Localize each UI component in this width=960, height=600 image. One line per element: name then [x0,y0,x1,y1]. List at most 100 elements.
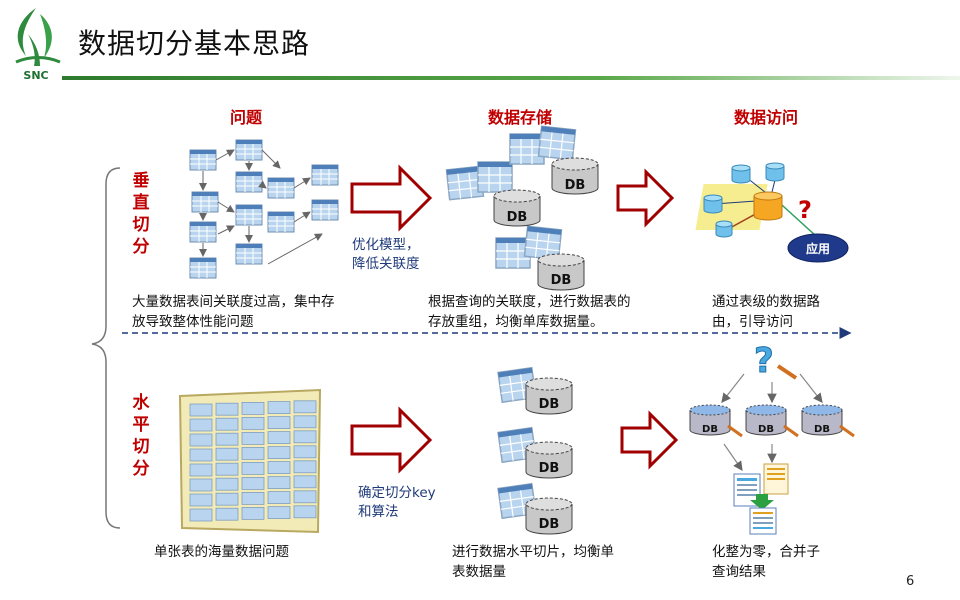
title-underline [62,76,960,80]
merge-arrow-icon [750,494,774,510]
logo: SNC [6,4,66,82]
table-cell [189,508,213,522]
table-cell [189,448,213,462]
db-cylinder: DB [689,404,743,438]
table-cell [215,462,239,476]
table-cell [293,475,317,489]
horizontal-access-diagram: ? DB DB DB [689,341,855,535]
table-cell [189,418,213,432]
svg-text:DB: DB [565,178,586,193]
vertical-problem-links [199,149,323,265]
page-title: 数据切分基本思路 [78,27,311,60]
vertical-storage-caption: 根据查询的关联度，进行数据表的 存放重组，均衡单库数据量。 [428,294,631,330]
app-label: 应用 [806,241,830,256]
svg-text:DB: DB [551,273,572,288]
svg-text:DB: DB [539,517,560,532]
svg-text:DB: DB [814,424,830,435]
table-cell [267,401,291,415]
horizontal-problem-table [178,388,322,534]
db-cylinder: DB [801,404,855,438]
vertical-problem-tables [189,139,339,279]
page-number: 6 [906,574,915,589]
table-cell [293,460,317,474]
svg-text:DB: DB [539,397,560,412]
table-cell [241,431,265,445]
logo-text: SNC [23,69,48,82]
db-cylinder: DB [525,497,573,535]
svg-text:DB: DB [758,424,774,435]
table-cell [293,415,317,429]
table-cylinder-icon [731,164,751,184]
table-cylinder-icon [715,220,733,238]
table-cell [293,430,317,444]
table-cell [293,400,317,414]
table-cell [215,507,239,521]
vertical-split-label: 垂 直 切 分 [132,171,150,257]
table-cell [189,478,213,492]
table-cell [241,506,265,520]
svg-text:DB: DB [702,424,718,435]
table-cell [189,493,213,507]
table-cylinder-icon [765,162,785,182]
table-cell [241,476,265,490]
table-cell [215,417,239,431]
table-cell [215,492,239,506]
table-cell [267,476,291,490]
arrow-vertical-1 [350,164,433,232]
db-cylinder: DB [537,253,585,291]
merged-document-icon [749,507,777,535]
table-cell [293,445,317,459]
horizontal-access-caption: 化整为零，合并子 查询结果 [712,544,820,580]
horizontal-storage-caption: 进行数据水平切片，均衡单 表数据量 [452,544,614,580]
table-cell [241,461,265,475]
table-cell [241,416,265,430]
table-cell [241,446,265,460]
table-cell [215,432,239,446]
header-access: 数据访问 [734,108,799,127]
horizontal-split-label: 水 平 切 分 [132,393,150,479]
vertical-problem-caption: 大量数据表间关联度过高，集中存 放导致整体性能问题 [132,294,335,330]
app-node: 应用 [787,233,849,263]
db-cylinder: DB [525,377,573,415]
table-cell [215,477,239,491]
db-cylinder: DB [525,441,573,479]
result-document-icon [763,463,789,495]
arrow-horizontal-2 [620,410,679,470]
table-cell [267,491,291,505]
svg-text:DB: DB [507,210,528,225]
arrow-horizontal-1 [350,406,433,474]
db-cylinder: DB [551,157,599,195]
table-cell [241,401,265,415]
vertical-arrow-note: 优化模型， 降低关联度 [352,237,420,272]
table-cell [215,402,239,416]
table-cylinder-icon [703,194,723,214]
table-cell [189,463,213,477]
table-cell [215,447,239,461]
header-problem: 问题 [230,108,263,127]
svg-text:?: ? [754,341,774,381]
left-brace [91,167,121,529]
horizontal-storage-group: DB DB DB [497,367,573,535]
table-cell [293,505,317,519]
table-cell [267,506,291,520]
logo-leaf-icon: SNC [15,8,61,82]
header-storage: 数据存储 [488,108,553,127]
table-cell [241,491,265,505]
db-cylinder: DB [493,189,541,227]
vertical-access-diagram: ? 应用 [695,162,849,263]
db-cylinder: DB [745,404,799,438]
svg-text:DB: DB [539,461,560,476]
table-cell [267,416,291,430]
table-cell [267,431,291,445]
table-cell [189,403,213,417]
table-cell [189,433,213,447]
horizontal-problem-caption: 单张表的海量数据问题 [154,544,289,560]
vertical-storage-group: DB DB DB [445,125,599,291]
query-question-icon: ? [754,341,798,382]
table-cell [267,446,291,460]
arrow-vertical-2 [616,168,675,228]
horizontal-arrow-note: 确定切分key 和算法 [358,485,436,520]
question-mark-icon: ? [798,196,812,224]
table-cell [267,461,291,475]
